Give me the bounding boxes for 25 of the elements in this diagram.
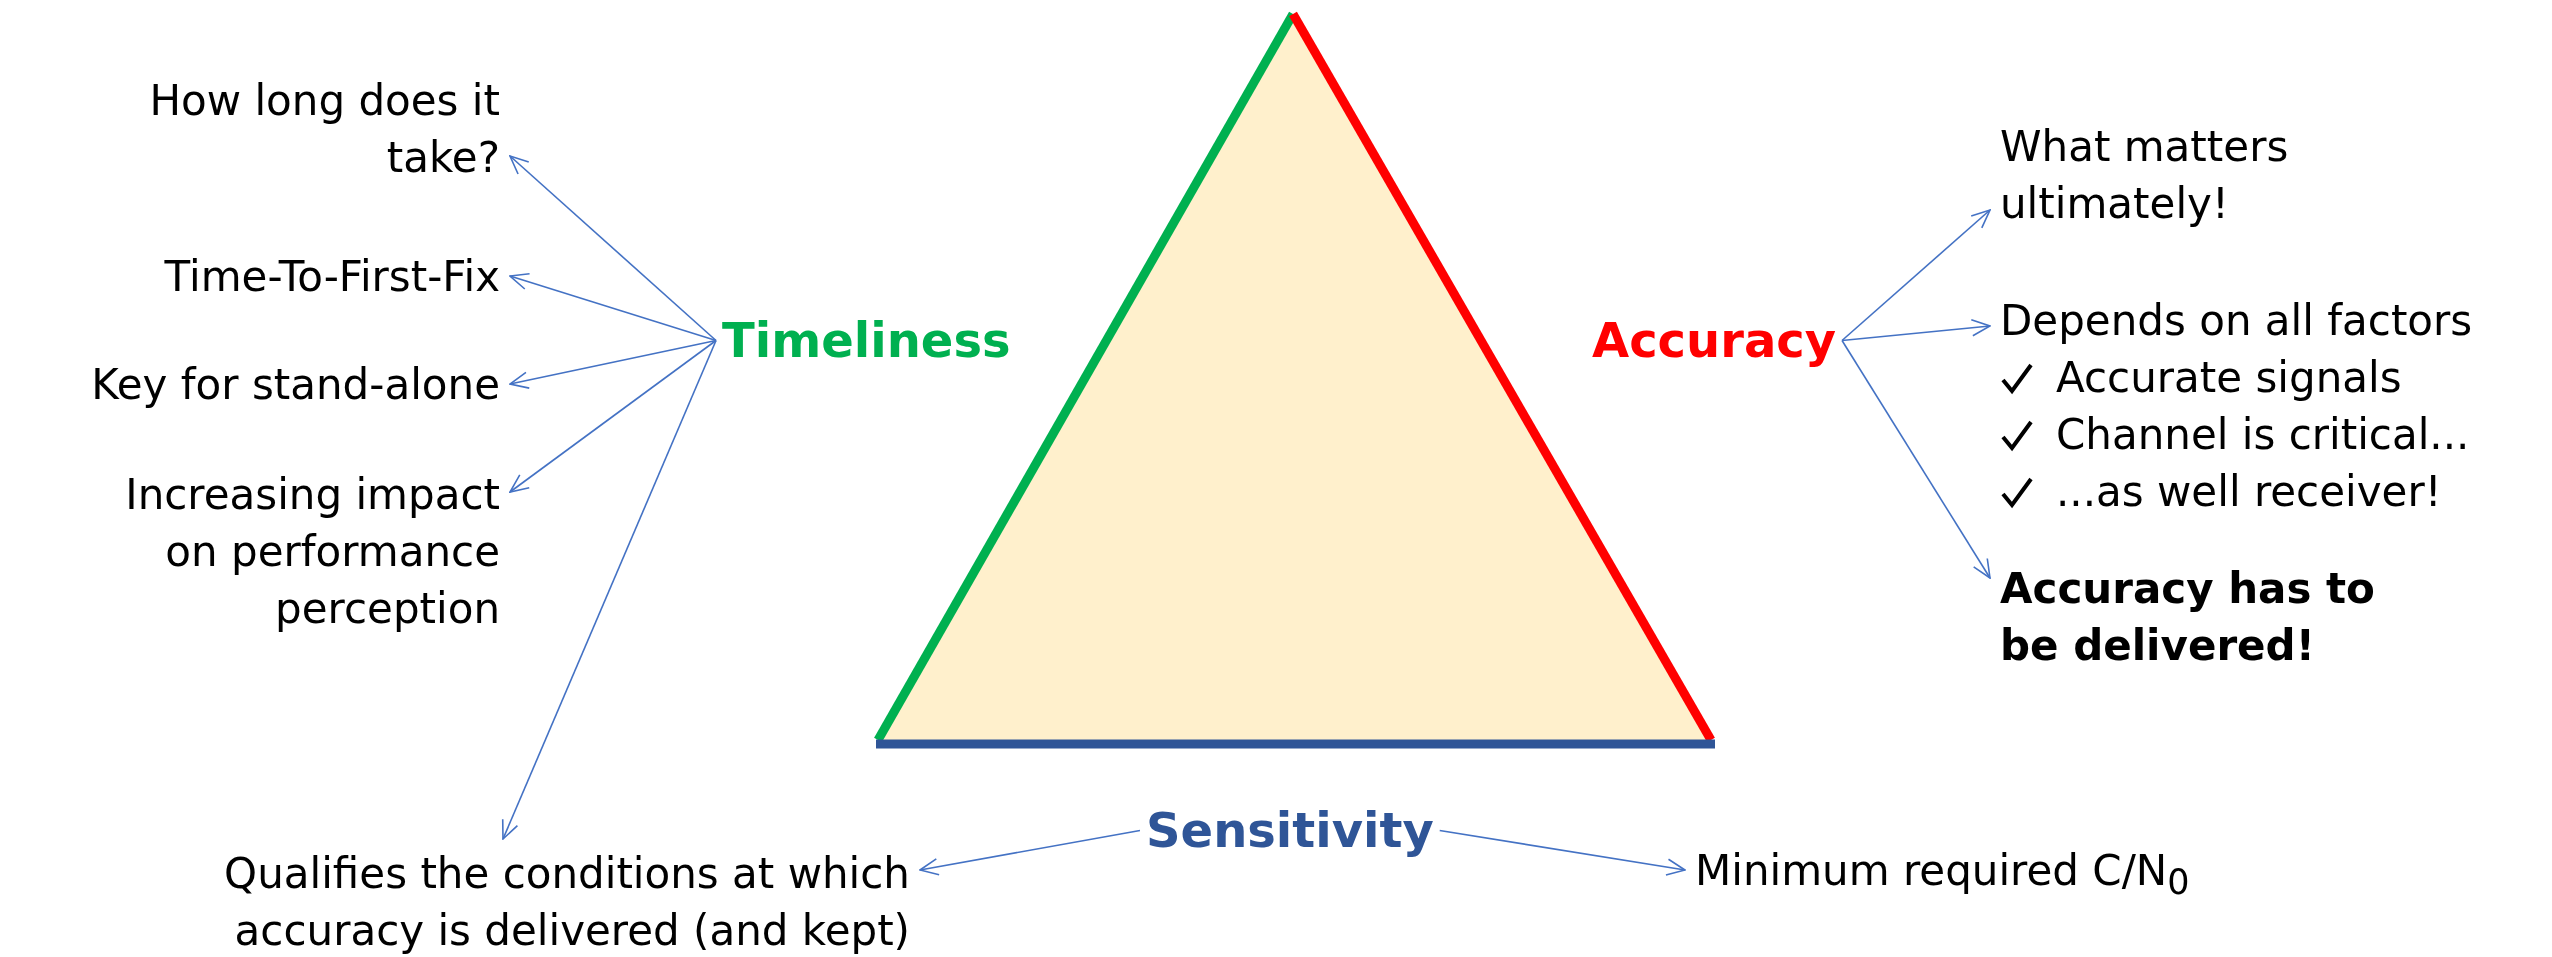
factor-heading: Accuracy <box>1592 312 1847 369</box>
factor-heading: Timeliness <box>722 312 1012 369</box>
emphasis-note: Accuracy has to be delivered! <box>2000 560 2420 674</box>
arrow <box>509 339 717 389</box>
note-text: Time-To-First-Fix <box>40 248 500 305</box>
arrow <box>1438 829 1686 876</box>
list-item: Channel is critical... <box>2056 409 2470 461</box>
factor-heading: Sensitivity <box>1146 802 1446 859</box>
note-text: Increasing impact on performance perception <box>80 466 500 637</box>
arrow <box>509 155 717 342</box>
note-text: Key for stand-alone <box>20 356 500 413</box>
note-text: Qualifies the conditions at which accuracy is delivered (and kept) <box>80 845 910 957</box>
arrow <box>1841 209 1991 342</box>
arrow <box>501 339 717 840</box>
arrow <box>509 272 717 342</box>
arrow <box>1841 339 1991 579</box>
arrow <box>1841 319 1991 342</box>
list-item: Accurate signals <box>2056 352 2402 404</box>
note-text: Depends on all factors <box>2000 295 2474 347</box>
note-text: Minimum required C/N$_{0}$ <box>1695 842 2315 912</box>
note-text: What matters ultimately! <box>2000 118 2500 232</box>
note-text: How long does it take? <box>70 72 500 186</box>
arrow <box>919 829 1141 876</box>
arrow <box>509 339 717 493</box>
list-item: ...as well receiver! <box>2056 466 2442 518</box>
